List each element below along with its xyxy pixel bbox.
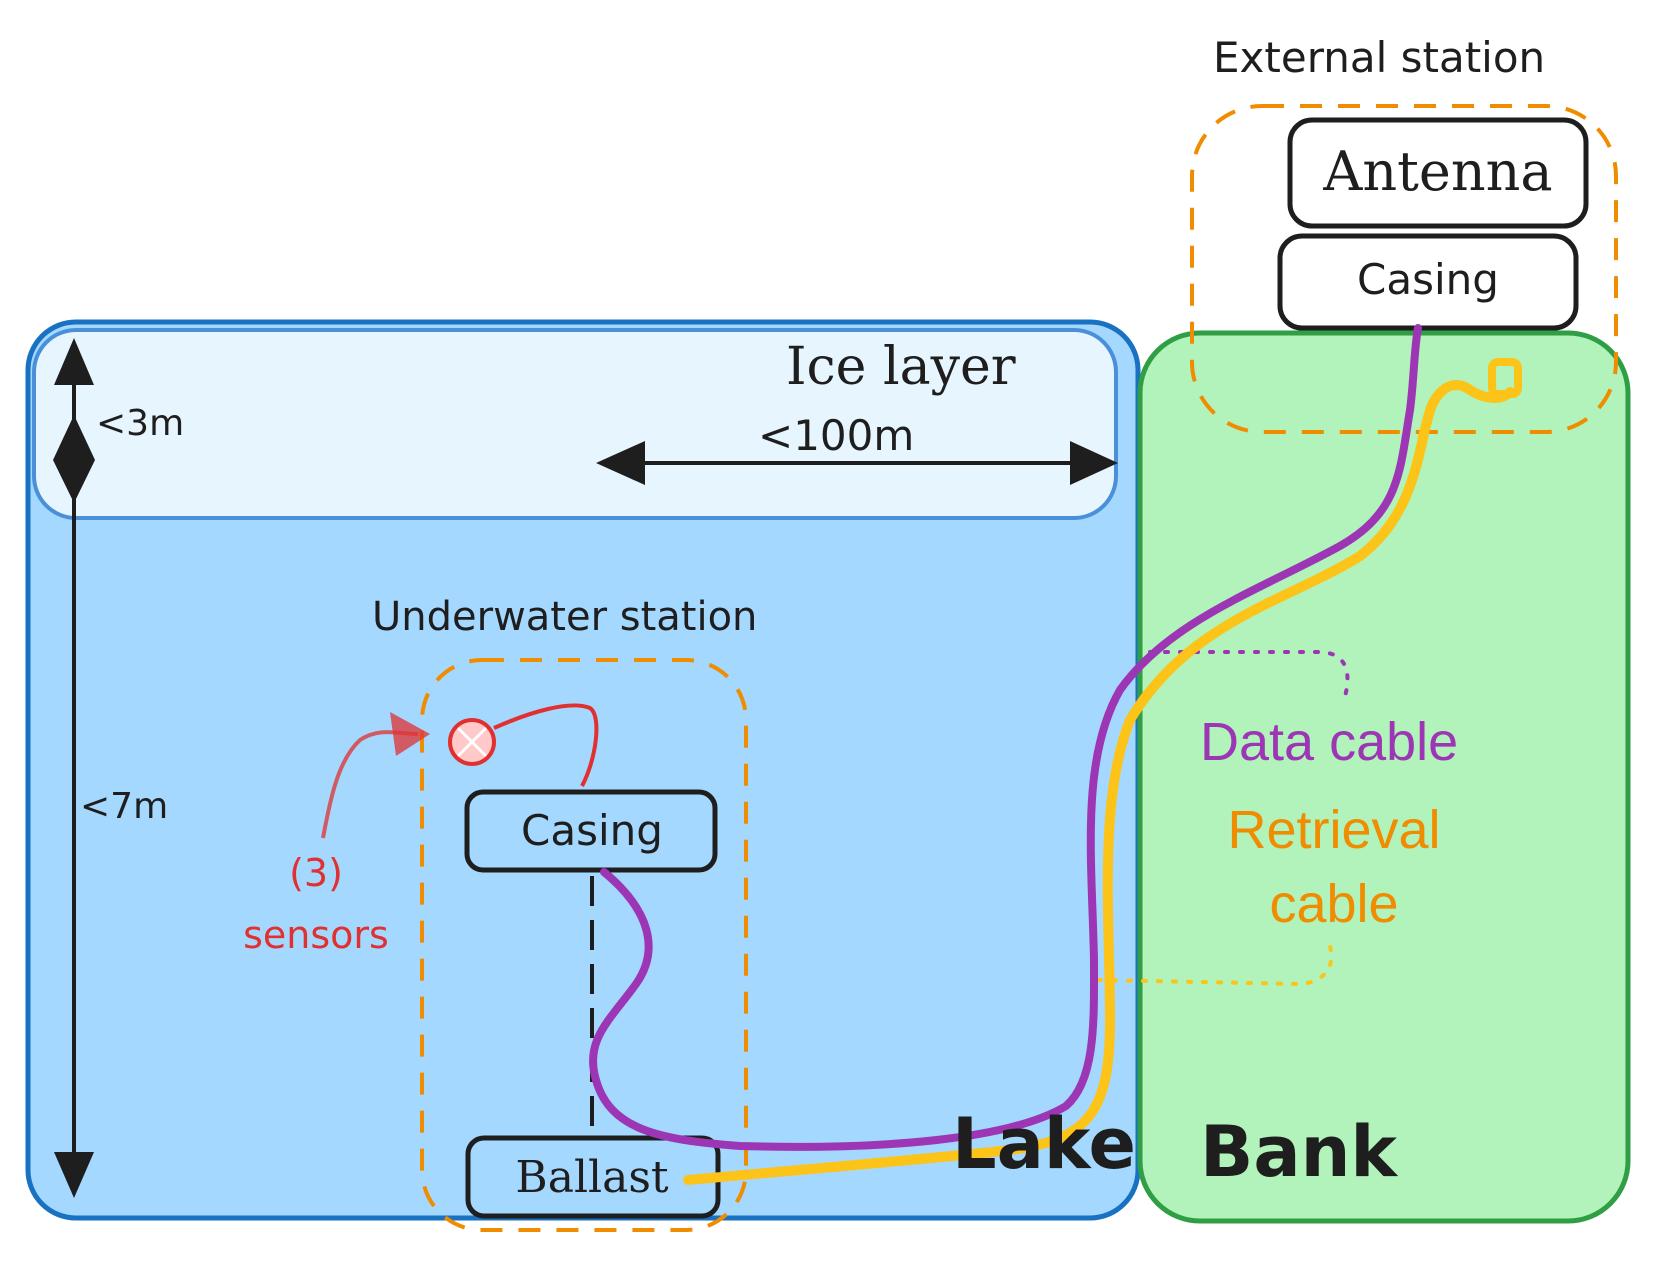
- sensor-wire: [493, 703, 599, 787]
- data-cable: [589, 324, 1422, 1151]
- distance-arrow-right-icon: [1070, 441, 1118, 485]
- bank-label: Bank: [1200, 1111, 1398, 1193]
- retrieval-cable-end-loop: [1488, 358, 1522, 398]
- underwater-casing-label: Casing: [521, 806, 663, 855]
- lake-label: Lake: [952, 1103, 1136, 1185]
- distance-arrow-left-icon: [596, 441, 645, 485]
- sensor-cross-b: [456, 726, 488, 758]
- depth-3m-label: <3m: [96, 403, 184, 444]
- distance-label: <100m: [758, 411, 914, 460]
- ice-layer: [32, 328, 1118, 520]
- retrieval-cable: [683, 380, 1515, 1185]
- sensors-count-label: (3): [289, 851, 343, 895]
- external-casing-label: Casing: [1357, 255, 1499, 304]
- data-cable-label: Data cable: [1200, 712, 1458, 772]
- retrieval-cable-label-line2: cable: [1269, 874, 1398, 934]
- external-casing-box: [1277, 233, 1579, 331]
- depth-7m-label: <7m: [80, 786, 168, 827]
- retrieval-cable-label-line1: Retrieval: [1227, 800, 1440, 860]
- sensors-label: sensors: [243, 913, 389, 957]
- external-station-label: External station: [1213, 33, 1545, 82]
- ice-layer-label: Ice layer: [786, 337, 1016, 397]
- depth-arrow-bottom-icon: [54, 1152, 94, 1198]
- antenna-label: Antenna: [1322, 140, 1552, 203]
- underwater-casing-box: [464, 789, 718, 873]
- data-cable-leader: [1148, 650, 1350, 702]
- depth-arrow-top-icon: [54, 338, 94, 385]
- sensors-callout-arrowhead-icon: [390, 712, 430, 756]
- ballast-label: Ballast: [515, 1152, 669, 1203]
- bank-area: [1137, 330, 1631, 1224]
- antenna-box: [1287, 117, 1589, 229]
- ice-depth-marker-icon: [53, 415, 95, 503]
- underwater-station-label: Underwater station: [372, 594, 757, 640]
- retrieval-cable-leader: [1096, 944, 1334, 987]
